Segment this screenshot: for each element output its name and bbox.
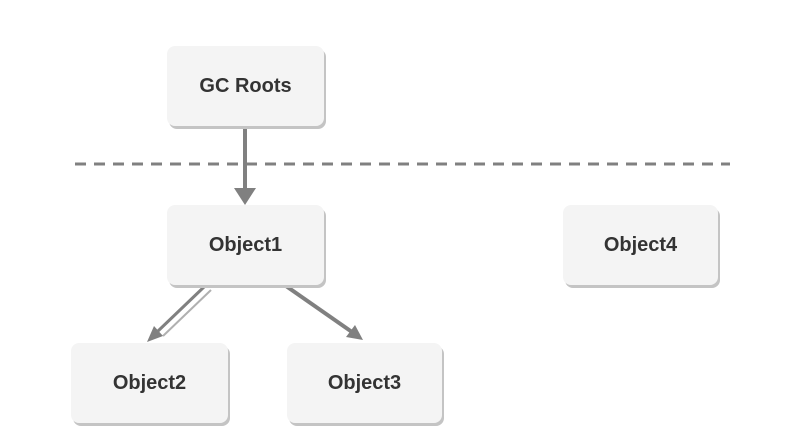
edge-object1-to-object2 [147,284,212,342]
node-gc-roots-label: GC Roots [199,74,292,97]
node-object2-label: Object2 [112,371,187,394]
node-object4-label: Object4 [603,233,678,256]
edge-object1-to-object3 [284,284,363,340]
edge-gc-roots-to-object1 [234,126,256,205]
node-gc-roots[interactable]: GC Roots [167,46,324,126]
node-object3[interactable]: Object3 [287,343,442,423]
node-object3-label: Object3 [327,371,402,394]
node-object1-label: Object1 [208,233,283,256]
node-object2[interactable]: Object2 [71,343,228,423]
node-object1[interactable]: Object1 [167,205,324,285]
node-object4[interactable]: Object4 [563,205,718,285]
